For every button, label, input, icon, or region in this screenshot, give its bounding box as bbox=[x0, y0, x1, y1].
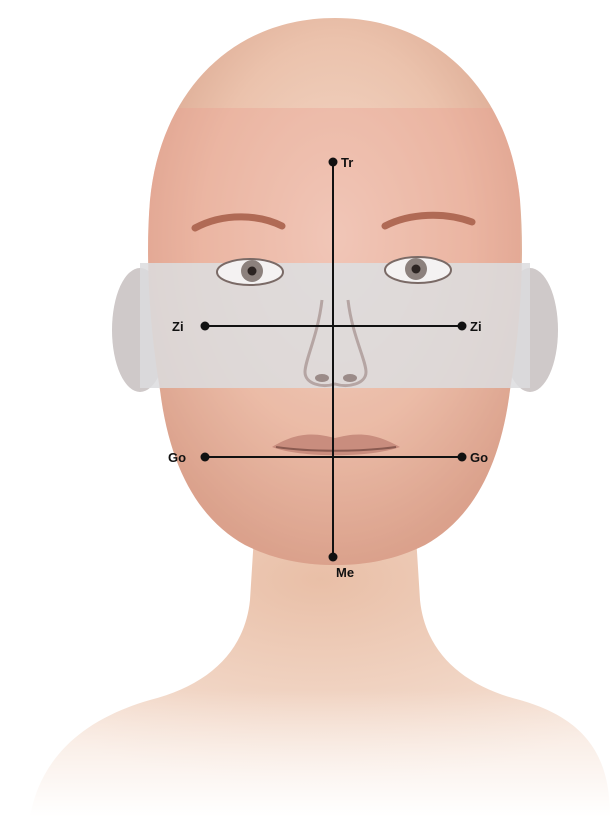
upper-third-band bbox=[100, 108, 520, 263]
label-zi-left: Zi bbox=[172, 319, 184, 334]
label-tr: Tr bbox=[341, 155, 353, 170]
zi-left-point bbox=[201, 322, 210, 331]
lower-third-band bbox=[100, 388, 520, 568]
go-right-point bbox=[458, 453, 467, 462]
left-eye bbox=[217, 259, 283, 285]
me-point bbox=[329, 553, 338, 562]
label-zi-right: Zi bbox=[470, 319, 482, 334]
right-eye bbox=[385, 257, 451, 283]
tr-point bbox=[329, 158, 338, 167]
label-me: Me bbox=[336, 565, 354, 580]
zi-right-point bbox=[458, 322, 467, 331]
label-go-right: Go bbox=[470, 450, 488, 465]
label-go-left: Go bbox=[168, 450, 186, 465]
go-left-point bbox=[201, 453, 210, 462]
